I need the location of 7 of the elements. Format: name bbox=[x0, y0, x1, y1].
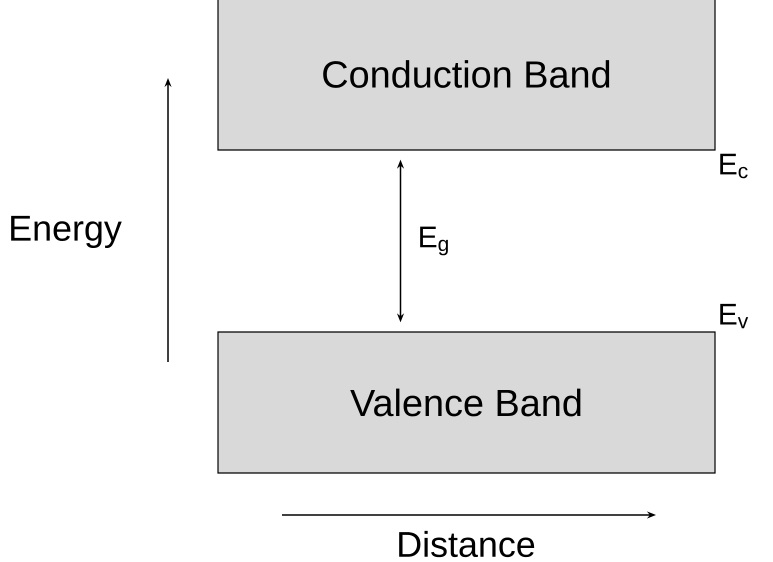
axis-label: Distance bbox=[399, 530, 534, 558]
edge-label: E$_{g}$ bbox=[420, 226, 448, 256]
axis-label: Energy bbox=[11, 216, 122, 248]
band-box: Valence Band bbox=[217, 331, 716, 474]
energy-level-label: E$_{c}$ bbox=[720, 154, 748, 178]
energy-level-label: E$_{v}$ bbox=[720, 304, 748, 328]
band-box: Conduction Band bbox=[217, 0, 716, 151]
